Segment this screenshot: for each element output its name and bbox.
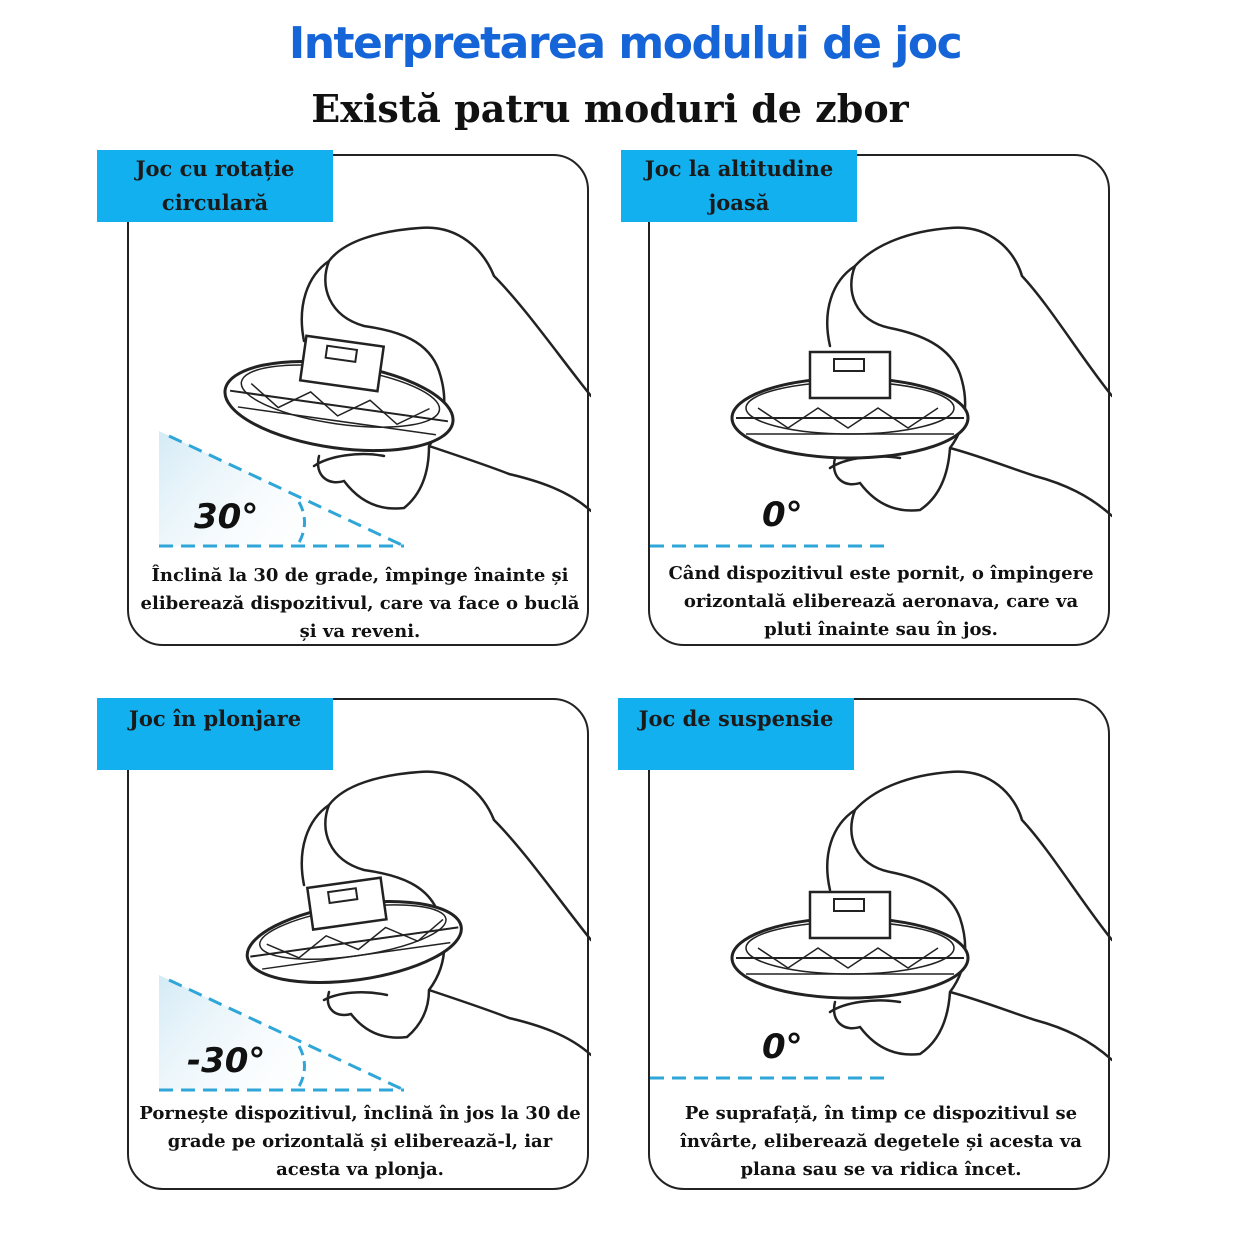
panel-dive: -30° Pornește dispozitivul, înclină în j… bbox=[127, 698, 591, 1190]
panel-description: Înclină la 30 de grade, împinge înainte … bbox=[140, 565, 580, 642]
panel-description: Când dispozitivul este pornit, o împinge… bbox=[668, 563, 1094, 640]
angle-label: 0° bbox=[762, 495, 803, 535]
angle-label: -30° bbox=[187, 1041, 265, 1081]
ufo-drone-in-hand-level-icon: 0° bbox=[650, 226, 1112, 548]
ufo-drone-in-hand-level-icon: 0° bbox=[650, 770, 1112, 1080]
main-title: Interpretarea modului de joc bbox=[288, 18, 963, 69]
panel-label: Joc la altitudine joasă bbox=[621, 150, 857, 222]
panel-label: Joc cu rotație circulară bbox=[97, 150, 333, 222]
panel-label: Joc de suspensie bbox=[618, 698, 854, 770]
angle-label: 30° bbox=[194, 497, 258, 537]
panel-low-altitude: 0° Când dispozitivul este pornit, o împi… bbox=[648, 154, 1112, 646]
panel-label: Joc în plonjare bbox=[97, 698, 333, 770]
subtitle: Există patru moduri de zbor bbox=[311, 86, 909, 131]
ufo-drone-in-hand-tilted-icon: 30° bbox=[159, 226, 591, 548]
angle-label: 0° bbox=[762, 1027, 803, 1067]
panel-suspension: 0° Pe suprafață, în timp ce dispozitivul… bbox=[648, 698, 1112, 1190]
panel-description: Pe suprafață, în timp ce dispozitivul se… bbox=[680, 1103, 1082, 1180]
ufo-drone-in-hand-tilted-icon: -30° bbox=[159, 770, 591, 1092]
panel-circular-rotation: 30° Înclină la 30 de grade, împinge înai… bbox=[127, 154, 591, 646]
panel-description: Pornește dispozitivul, înclină în jos la… bbox=[139, 1103, 581, 1180]
